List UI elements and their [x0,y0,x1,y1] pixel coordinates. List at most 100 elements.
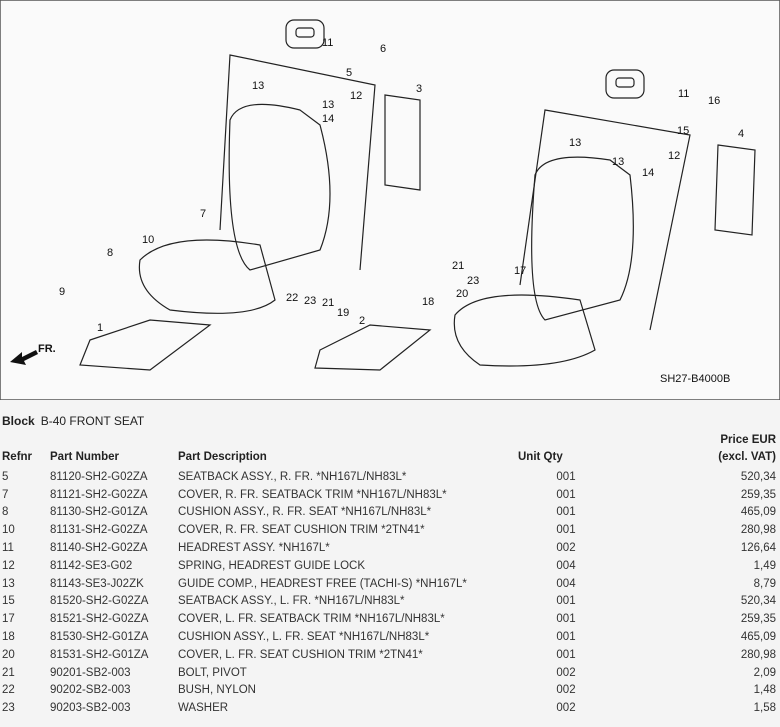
price-cell: 259,35 [740,613,776,626]
description-cell: GUIDE COMP., HEADREST FREE (TACHI-S) *NH… [178,577,467,590]
callout-label: 21 [452,260,464,272]
header-description: Part Description [178,451,267,463]
qty-cell: 002 [556,542,576,555]
refnr-cell: 5 [2,470,9,483]
callout-label: 6 [380,43,386,55]
callout-label: 23 [304,295,316,307]
refnr-cell: 23 [2,702,15,715]
callout-label: 14 [642,167,654,179]
callout-label: 3 [416,83,422,95]
callout-label: 8 [107,247,113,259]
callout-label: 4 [738,128,744,140]
callout-label: 2 [359,315,365,327]
part-number-cell: 81143-SE3-J02ZK [50,577,144,590]
direction-label: FR. [38,343,56,355]
description-cell: CUSHION ASSY., R. FR. SEAT *NH167L/NH83L… [178,506,432,519]
callout-label: 22 [286,292,298,304]
header-price: Price EUR (excl. VAT) [616,432,780,468]
table-header: Refnr Part Number Part Description Unit … [0,432,780,468]
part-number-cell: 81142-SE3-G02 [50,559,133,572]
refnr-cell: 12 [2,559,15,572]
callout-label: 9 [59,286,65,298]
header-price-line1: Price EUR [720,434,776,446]
part-number-cell: 90203-SB2-003 [50,702,131,715]
left-callouts: 11 6 5 3 13 12 13 14 7 10 8 9 22 23 21 1 [59,37,422,334]
description-cell: COVER, L. FR. SEATBACK TRIM *NH167L/NH83… [178,613,445,626]
part-number-cell: 81131-SH2-G02ZA [50,524,148,537]
callout-label: 13 [612,156,624,168]
refnr-cell: 21 [2,666,15,679]
price-cell: 520,34 [740,595,776,608]
callout-label: 15 [677,125,689,137]
callout-label: 12 [350,90,362,102]
description-cell: CUSHION ASSY., L. FR. SEAT *NH167L/NH83L… [178,631,430,644]
qty-cell: 002 [556,702,576,715]
right-callouts: 11 16 15 4 13 12 13 14 21 17 23 20 19 18… [337,88,744,327]
description-cell: BUSH, NYLON [178,684,256,697]
description-cell: SEATBACK ASSY., L. FR. *NH167L/NH83L* [178,595,405,608]
right-seat-drawing [314,69,756,371]
callout-label: 21 [322,297,334,309]
price-cell: 465,09 [740,631,776,644]
parts-table: Refnr Part Number Part Description Unit … [0,432,780,717]
description-cell: COVER, R. FR. SEATBACK TRIM *NH167L/NH83… [178,488,447,501]
refnr-cell: 10 [2,524,15,537]
header-refnr: Refnr [2,451,33,463]
description-cell: SPRING, HEADREST GUIDE LOCK [178,559,366,572]
price-cell: 280,98 [740,524,776,537]
refnr-cell: 15 [2,595,15,608]
qty-cell: 001 [556,595,576,608]
description-cell: HEADREST ASSY. *NH167L* [178,542,330,555]
front-direction-arrow: FR. [10,343,56,365]
header-price-line2: (excl. VAT) [718,451,776,463]
callout-label: 13 [322,99,334,111]
price-cell: 520,34 [740,470,776,483]
table-row[interactable]: 12 81142-SE3-G02 SPRING, HEADREST GUIDE LO… [0,557,780,575]
diagram-code: SH27-B4000B [660,373,730,385]
refnr-cell: 11 [2,542,14,555]
callout-label: 5 [346,67,352,79]
part-number-cell: 81531-SH2-G01ZA [50,648,149,661]
callout-label: 14 [322,113,334,125]
left-seat-drawing [79,19,421,371]
block-name: B-40 FRONT SEAT [40,414,145,428]
callout-label: 20 [456,288,468,300]
part-number-cell: 81520-SH2-G02ZA [50,595,149,608]
qty-cell: 001 [556,631,576,644]
callout-label: 1 [97,322,103,334]
header-part-number: Part Number [50,451,120,463]
part-number-cell: 81521-SH2-G02ZA [50,613,149,626]
part-number-cell: 90201-SB2-003 [50,666,131,679]
part-number-cell: 81121-SH2-G02ZA [50,488,148,501]
price-cell: 8,79 [753,577,776,590]
arrow-icon [10,350,38,365]
description-cell: COVER, R. FR. SEAT CUSHION TRIM *2TN41* [178,524,425,537]
table-row[interactable]: 11 81140-SH2-G02ZA HEADREST ASSY. *NH167L*… [0,539,780,557]
callout-label: 18 [422,296,434,308]
price-cell: 465,09 [740,506,776,519]
callout-label: 19 [337,307,349,319]
part-number-cell: 81130-SH2-G01ZA [50,506,148,519]
callout-label: 10 [142,234,154,246]
table-row[interactable]: 10 81131-SH2-G02ZA COVER, R. FR. SEAT CUSH… [0,521,780,539]
part-number-cell: 81140-SH2-G02ZA [50,542,148,555]
qty-cell: 001 [556,470,576,483]
qty-cell: 001 [556,613,576,626]
price-cell: 2,09 [753,666,776,679]
callout-label: 7 [200,208,206,220]
header-qty: Unit Qty [518,451,563,463]
qty-cell: 002 [556,684,576,697]
table-row[interactable]: 15 81520-SH2-G02ZA SEATBACK ASSY., L. FR. … [0,593,780,611]
description-cell: BOLT, PIVOT [178,666,247,679]
